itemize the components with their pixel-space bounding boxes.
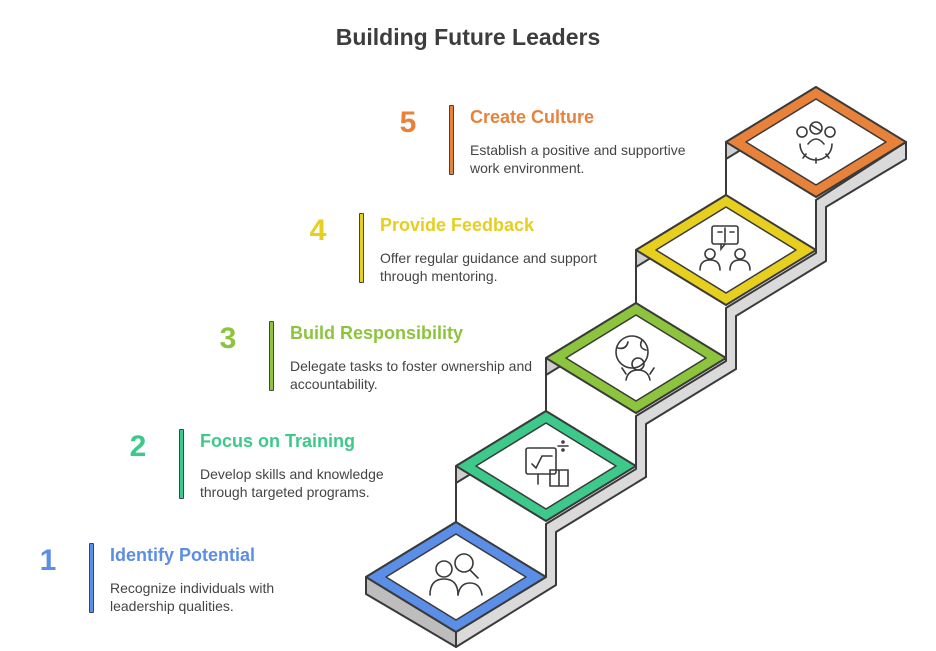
- step-2-title: Focus on Training: [200, 431, 356, 451]
- step-3-title: Build Responsibility: [290, 323, 464, 343]
- step-1-description: Recognize individuals with leadership qu…: [110, 580, 275, 614]
- step-5-bar: [449, 105, 454, 175]
- step-5-title: Create Culture: [470, 107, 595, 127]
- step-3-number: 3: [219, 322, 237, 355]
- step-3-bar: [269, 321, 274, 391]
- step-1-number: 1: [39, 544, 57, 577]
- step-3-top: [545, 302, 727, 414]
- step-5-description: Establish a positive and supportive work…: [470, 142, 686, 176]
- step-3-description: Delegate tasks to foster ownership and a…: [290, 358, 533, 392]
- step-4-bar: [359, 213, 364, 283]
- step-4-number: 4: [309, 214, 327, 247]
- step-2-number: 2: [129, 430, 147, 463]
- step-4-description: Offer regular guidance and support throu…: [380, 250, 597, 284]
- team-gear-icon: [796, 121, 836, 164]
- step-2-top: [455, 410, 637, 522]
- training-board-icon: [525, 440, 569, 487]
- step-1-bar: [89, 543, 94, 613]
- step-5-top: [725, 86, 907, 198]
- step-1-top: [365, 521, 547, 633]
- step-5-number: 5: [399, 106, 417, 139]
- step-4-title: Provide Feedback: [380, 215, 535, 235]
- step-2-bar: [179, 429, 184, 499]
- mentoring-icon: [699, 225, 751, 271]
- step-4-top: [635, 194, 817, 306]
- step-2-description: Develop skills and knowledge through tar…: [200, 466, 384, 500]
- globe-person-icon: [615, 335, 655, 381]
- diagram-title: Building Future Leaders: [335, 24, 601, 50]
- step-1-title: Identify Potential: [110, 545, 256, 565]
- people-search-icon: [429, 553, 483, 596]
